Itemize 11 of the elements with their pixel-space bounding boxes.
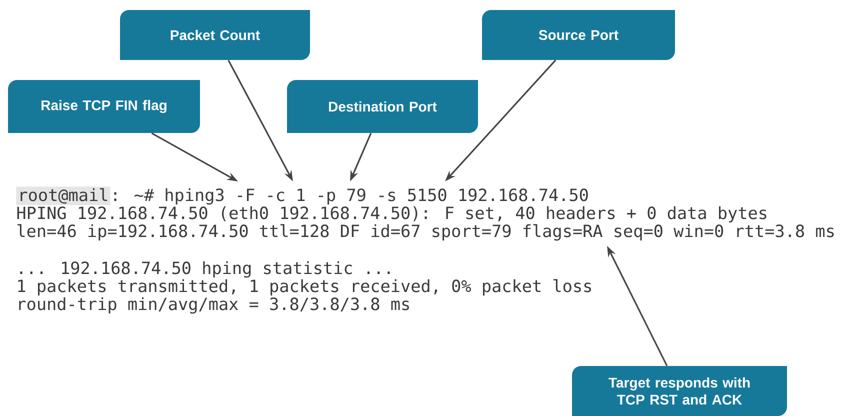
- output-text: ... 192.168.74.50 hping statistic ...: [20, 261, 390, 278]
- callout-box: Raise TCP FIN flag: [8, 80, 200, 133]
- terminal-line: len=46 ip=192.168.74.50 ttl=128 DF id=67 sport=79 flags=RA seq=0 win=0 rtt=3.8 ms: [18, 224, 834, 241]
- output-text: round-trip min/avg/max = 3.8/3.8/3.8 ms: [19, 297, 409, 314]
- output-text: HPING 192.168.74.50 (eth0 192.168.74.50): F set, 40 headers + 0 data bytes: [17, 206, 766, 222]
- callout-box: Source Port: [482, 10, 675, 60]
- terminal-line: root@mail : ~# hping3 -F -c 1 -p 79 -s 5150 192.168.74.50: [16, 186, 588, 206]
- callout-box: Packet Count: [120, 10, 310, 60]
- callout-box: Target responds with TCP RST and ACK: [572, 366, 787, 416]
- callout-box: Destination Port: [287, 80, 478, 133]
- output-text: 1 packets transmitted, 1 packets received, 0% packet loss: [18, 279, 592, 296]
